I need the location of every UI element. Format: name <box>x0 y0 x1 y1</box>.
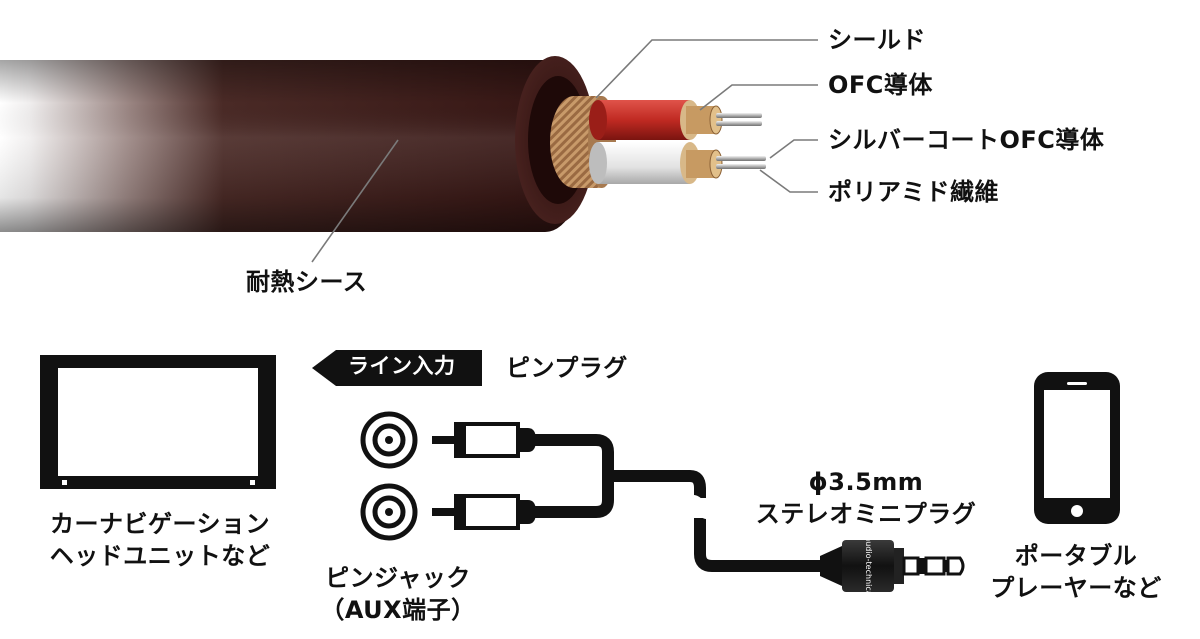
label-pin-jack-line-1: ピンジャック <box>325 564 471 592</box>
connection-diagram <box>40 350 1120 592</box>
cable-cutaway <box>0 39 818 263</box>
label-portable-player-line-2: プレーヤーなど <box>990 574 1162 603</box>
label-portable-player: ポータブル プレーヤーなど <box>990 540 1162 605</box>
portable-player-icon <box>1034 372 1120 524</box>
silver-coat-strands <box>716 113 766 169</box>
pin-jack-top <box>360 411 418 469</box>
pin-plug-top <box>432 422 536 458</box>
red-wire <box>598 100 690 140</box>
pin-jack-bottom <box>360 483 418 541</box>
plug-brand-logo: audio-technica <box>864 536 873 596</box>
cable-break-mark <box>684 495 716 519</box>
label-portable-player-line-1: ポータブル <box>1014 542 1138 570</box>
label-pin-jack-line-2: （AUX端子） <box>320 596 476 625</box>
label-mini-plug-line-2: ステレオミニプラグ <box>755 500 977 529</box>
label-ofc-conductor: OFC導体 <box>828 71 933 99</box>
mini-plug <box>820 540 965 592</box>
label-head-unit-line-1: カーナビゲーション <box>49 510 271 538</box>
line-input-arrow <box>312 350 482 386</box>
label-polyamide-fiber: ポリアミド繊維 <box>828 178 1000 206</box>
label-head-unit: カーナビゲーション ヘッドユニットなど <box>50 508 271 573</box>
label-silver-coat-conductor: シルバーコートOFC導体 <box>828 126 1105 154</box>
label-mini-plug-line-1: ϕ3.5mm <box>808 468 924 496</box>
leader-lines <box>311 39 818 263</box>
label-pin-plug: ピンプラグ <box>506 354 628 382</box>
cable-routing <box>534 434 830 572</box>
label-head-unit-line-2: ヘッドユニットなど <box>49 542 271 571</box>
white-wire <box>598 142 690 184</box>
head-unit-icon <box>40 355 276 489</box>
pin-plug-bottom <box>432 494 536 530</box>
label-pin-jack: ピンジャック （AUX端子） <box>320 562 475 627</box>
label-mini-plug: ϕ3.5mm ステレオミニプラグ <box>756 466 977 531</box>
label-heat-resistant-sheath: 耐熱シース <box>246 268 368 296</box>
label-shield: シールド <box>828 26 926 54</box>
label-line-input: ライン入力 <box>348 354 456 378</box>
